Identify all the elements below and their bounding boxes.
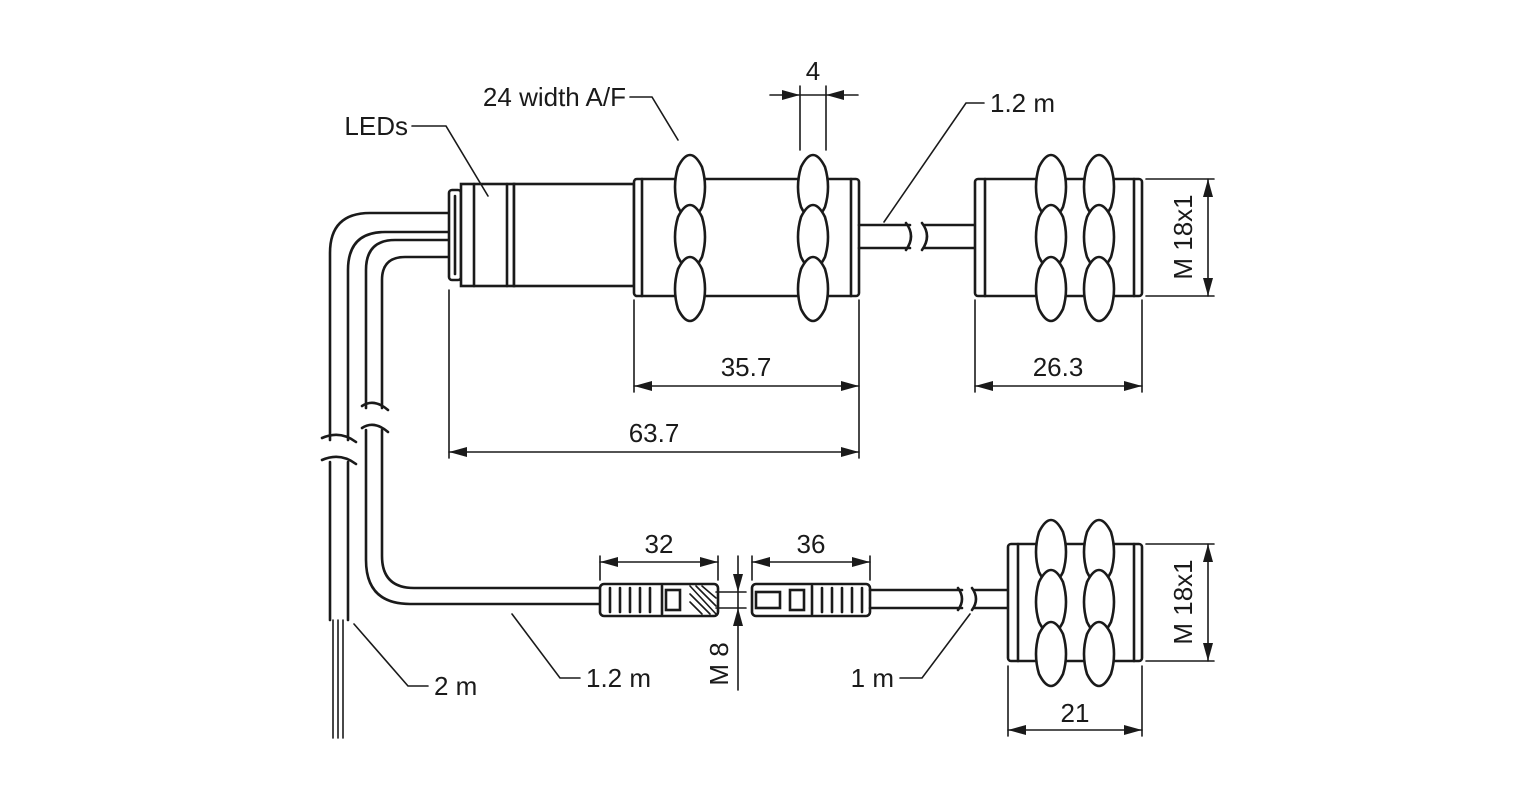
dimension-lines: [448, 85, 1215, 737]
m8-connector-male: [750, 582, 1010, 618]
main-sensor: [447, 153, 977, 323]
main-cable-bundle: [320, 211, 602, 739]
dim-35-7-label: 35.7: [721, 352, 772, 382]
leds-label: LEDs: [344, 111, 408, 141]
leader-lines: [353, 96, 985, 687]
dim-32-label: 32: [645, 529, 674, 559]
thread-bottom-label: M 18x1: [1168, 559, 1198, 644]
cable-1-2m-bottom-label: 1.2 m: [586, 663, 651, 693]
thread-top-label: M 18x1: [1168, 194, 1198, 279]
m8-connector-female: [598, 582, 720, 618]
dim-36-label: 36: [797, 529, 826, 559]
width-af-label: 24 width A/F: [483, 82, 626, 112]
right-sensor-top: [973, 153, 1144, 323]
dim-63-7-label: 63.7: [629, 418, 680, 448]
cable-1m-label: 1 m: [851, 663, 894, 693]
cable-2m-label: 2 m: [434, 671, 477, 701]
dim-21-label: 21: [1061, 698, 1090, 728]
dim-4-label: 4: [806, 56, 820, 86]
cable-1-2m-top-label: 1.2 m: [990, 88, 1055, 118]
connector-m8-label: M 8: [704, 642, 734, 685]
labels: LEDs 24 width A/F 4 1.2 m M 18x1 35.7 26…: [344, 56, 1198, 728]
right-sensor-bottom: [1006, 518, 1144, 688]
dim-26-3-label: 26.3: [1033, 352, 1084, 382]
